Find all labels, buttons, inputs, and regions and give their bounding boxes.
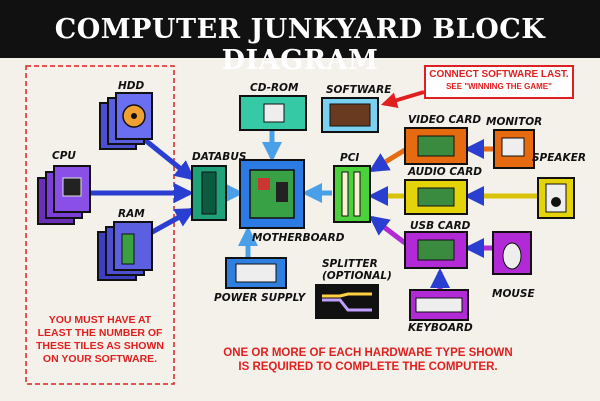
usb-card-to-pci-arrow bbox=[368, 215, 407, 245]
hdd-tiles bbox=[99, 92, 153, 150]
hdd-label: HDD bbox=[118, 80, 145, 92]
tiles-note: YOU MUST HAVE AT LEAST THE NUMBER OF THE… bbox=[28, 314, 172, 366]
required-note: ONE OR MORE OF EACH HARDWARE TYPE SHOWN … bbox=[218, 346, 518, 374]
splitter-tile bbox=[315, 284, 379, 319]
connect-note-line1: CONNECT SOFTWARE LAST. bbox=[429, 69, 569, 80]
power-supply-tile bbox=[225, 257, 287, 289]
keyboard-label: KEYBOARD bbox=[408, 322, 473, 334]
connect-note-line2: SEE "WINNING THE GAME" bbox=[446, 82, 552, 91]
software-label: SOFTWARE bbox=[326, 84, 392, 96]
tiles-note-line4: ON YOUR SOFTWARE. bbox=[42, 353, 158, 365]
tiles-note-line1: YOU MUST HAVE AT bbox=[48, 314, 152, 326]
usb-card-tile bbox=[404, 231, 468, 269]
pci-tile bbox=[333, 165, 371, 223]
mouse-tile bbox=[492, 231, 532, 275]
mouse-label: MOUSE bbox=[492, 288, 535, 300]
note-to-software-arrow bbox=[380, 90, 425, 108]
cdrom-label: CD-ROM bbox=[250, 82, 299, 94]
motherboard-tile bbox=[239, 159, 305, 229]
monitor-tile bbox=[493, 129, 535, 169]
databus-label: DATABUS bbox=[192, 151, 247, 163]
databus-tile bbox=[191, 165, 227, 221]
tiles-note-line2: LEAST THE NUMBER OF bbox=[37, 327, 163, 339]
connect-note-box bbox=[424, 65, 574, 99]
video-card-label: VIDEO CARD bbox=[408, 114, 482, 126]
hdd-to-databus-arrow bbox=[143, 138, 196, 181]
software-tile bbox=[321, 97, 379, 133]
required-note-line2: IS REQUIRED TO COMPLETE THE COMPUTER. bbox=[238, 361, 498, 373]
speaker-tile bbox=[537, 177, 575, 219]
usb-card-label: USB CARD bbox=[410, 220, 471, 232]
diagram-title: COMPUTER JUNKYARD BLOCK DIAGRAM bbox=[54, 14, 546, 76]
tiles-note-line3: THESE TILES AS SHOWN bbox=[36, 340, 164, 352]
cpu-tiles bbox=[37, 165, 91, 225]
splitter-optional-label: (OPTIONAL) bbox=[322, 270, 392, 282]
required-note-line1: ONE OR MORE OF EACH HARDWARE TYPE SHOWN bbox=[223, 347, 513, 359]
pci-label: PCI bbox=[340, 152, 360, 164]
ram-tiles bbox=[97, 221, 153, 281]
connect-note: CONNECT SOFTWARE LAST. SEE "WINNING THE … bbox=[425, 69, 573, 93]
power-supply-label: POWER SUPPLY bbox=[214, 292, 306, 304]
speaker-label: SPEAKER bbox=[532, 152, 586, 164]
splitter-label: SPLITTER bbox=[322, 258, 378, 270]
video-card-to-pci-arrow bbox=[368, 147, 407, 173]
cdrom-tile bbox=[239, 95, 307, 131]
audio-card-tile bbox=[404, 179, 468, 215]
monitor-label: MONITOR bbox=[486, 116, 543, 128]
audio-card-label: AUDIO CARD bbox=[408, 166, 483, 178]
title-bar: COMPUTER JUNKYARD BLOCK DIAGRAM bbox=[0, 0, 600, 76]
motherboard-label: MOTHERBOARD bbox=[252, 232, 345, 244]
video-card-tile bbox=[404, 127, 468, 165]
cpu-label: CPU bbox=[52, 150, 76, 162]
keyboard-tile bbox=[409, 289, 469, 321]
ram-label: RAM bbox=[118, 208, 145, 220]
